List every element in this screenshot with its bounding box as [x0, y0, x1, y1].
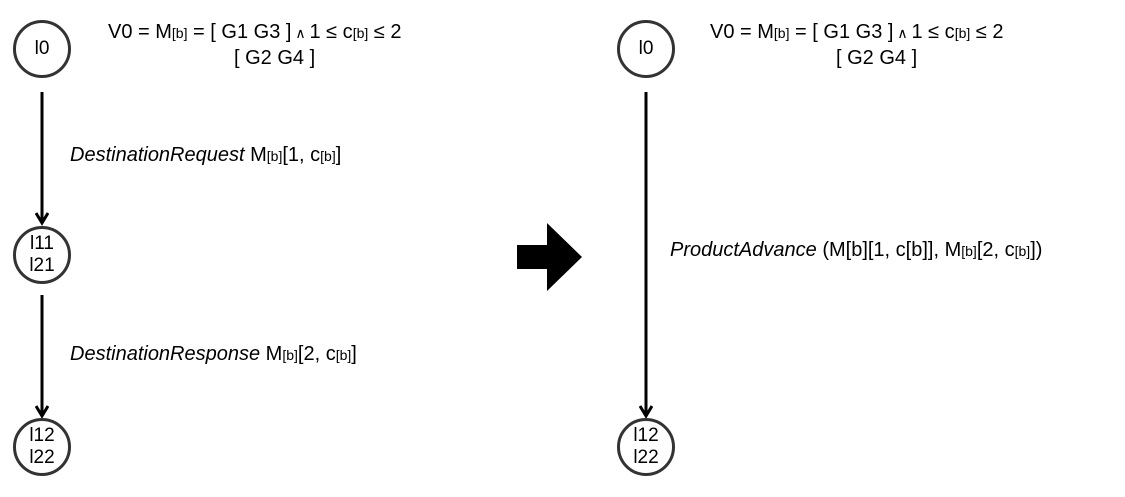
right-formula-line2: [ G2 G4 ] [836, 47, 918, 69]
right-edge-label: ProductAdvance (M[b][1, c[b]], M[b][2, c… [670, 239, 1043, 261]
left-node-l0: l0 [13, 20, 71, 78]
node-label: l11 [30, 233, 54, 254]
right-formula: V0 = M[b] = [ G1 G3 ] ∧ 1 ≤ c[b] ≤ 2 [710, 21, 1004, 43]
left-edge2-label: DestinationResponse M[b][2, c[b]] [70, 343, 357, 365]
node-label: l12 [633, 425, 659, 446]
node-label: l21 [29, 255, 55, 276]
right-node-l0: l0 [617, 20, 675, 78]
node-label: l0 [34, 38, 50, 59]
node-label: l12 [29, 425, 55, 446]
left-formula: V0 = M[b] = [ G1 G3 ] ∧ 1 ≤ c[b] ≤ 2 [108, 21, 402, 43]
node-label: l22 [633, 447, 659, 468]
node-label: l0 [638, 38, 654, 59]
node-label: l22 [29, 447, 55, 468]
transform-arrow [517, 223, 582, 291]
left-formula-line2: [ G2 G4 ] [234, 47, 316, 69]
left-edge1-label: DestinationRequest M[b][1, c[b]] [70, 144, 342, 166]
